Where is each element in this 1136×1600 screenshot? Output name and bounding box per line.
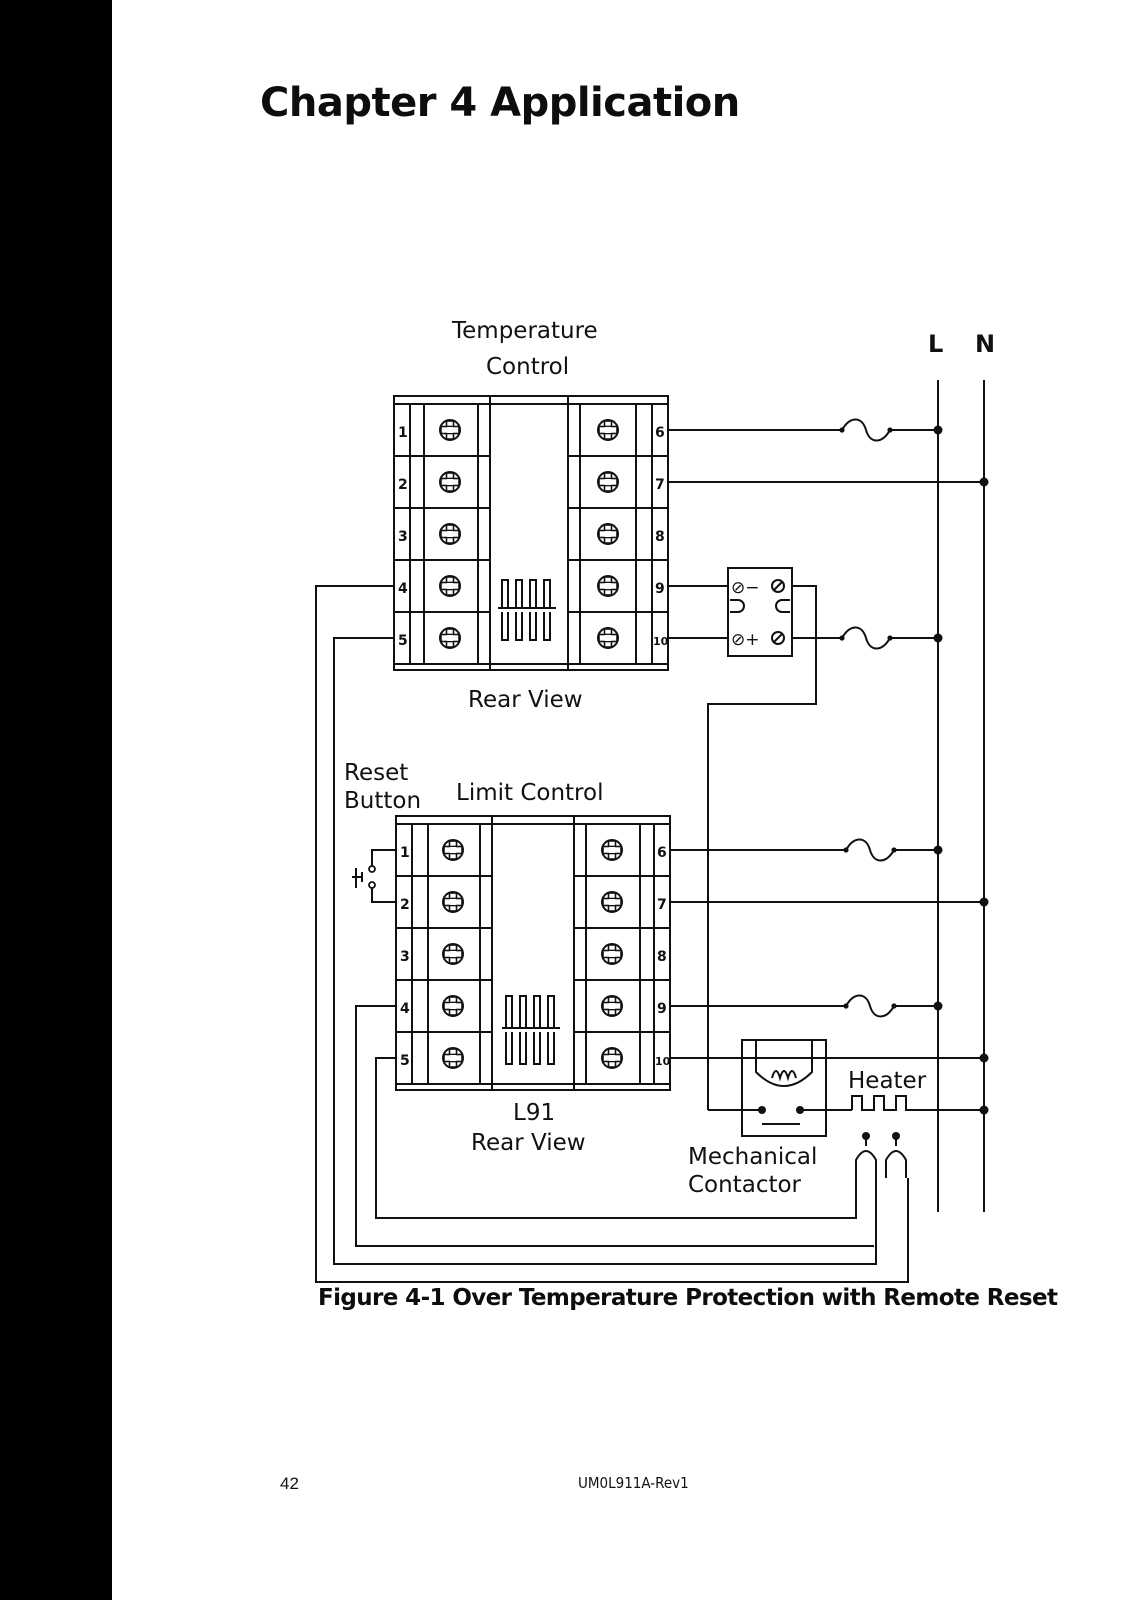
lc-terminal-6: 6 [657, 845, 667, 861]
tc-terminal-8: 8 [655, 529, 665, 545]
reset-button-symbol [368, 865, 376, 889]
scan-spine-edge [0, 0, 112, 1600]
ssr-plus-terminal: ⊘+ [731, 630, 760, 650]
tc-terminal-3: 3 [398, 529, 408, 545]
lc-terminal-2: 2 [400, 897, 410, 913]
power-rails [937, 380, 985, 1212]
tc-terminal-5: 5 [398, 633, 408, 649]
lc-terminal-7: 7 [657, 897, 667, 913]
lc-terminal-8: 8 [657, 949, 667, 965]
heater-label: Heater [848, 1068, 927, 1094]
tc-terminal-10: 10 [653, 635, 669, 648]
tc-terminal-1: 1 [398, 425, 408, 441]
ssr-minus-terminal: ⊘− [731, 578, 760, 598]
document-code: UM0L911A-Rev1 [578, 1474, 689, 1492]
lc-terminal-3: 3 [400, 949, 410, 965]
chapter-title: Chapter 4 Application [260, 80, 740, 126]
neutral-label: N [975, 330, 995, 358]
limit-control-block [395, 815, 671, 1091]
heater-element [851, 1095, 984, 1111]
reset-button-label-line2: Button [344, 788, 421, 814]
limit-control-label: Limit Control [456, 780, 603, 806]
figure-caption: Figure 4-1 Over Temperature Protection w… [318, 1285, 1058, 1311]
contactor-label-line1: Mechanical [688, 1144, 817, 1170]
lc-terminal-10: 10 [655, 1055, 671, 1068]
tc-terminal-6: 6 [655, 425, 665, 441]
limit-control-terminal-numbers: 1 2 3 4 5 6 7 8 9 10 [400, 845, 671, 1069]
contactor-dots [758, 1106, 804, 1114]
reset-button-label-line1: Reset [344, 760, 408, 786]
lc-terminal-5: 5 [400, 1053, 410, 1069]
temperature-control-label-line1: Temperature [451, 318, 598, 344]
tc-terminal-4: 4 [398, 581, 408, 597]
tc-terminal-9: 9 [655, 581, 665, 597]
tc-rear-view-label: Rear View [468, 687, 583, 713]
tc-terminal-7: 7 [655, 477, 665, 493]
mechanical-contactor [708, 1039, 852, 1137]
thermocouples [855, 1136, 907, 1178]
limit-control-screws [442, 839, 623, 1069]
temperature-control-terminal-numbers: 1 2 3 4 5 6 7 8 9 10 [398, 425, 669, 649]
contactor-label-line2: Contactor [688, 1172, 802, 1198]
lc-terminal-1: 1 [400, 845, 410, 861]
wiring [315, 429, 984, 1283]
temperature-control-label-line2: Control [486, 354, 569, 380]
fuse-terminal-dots [839, 427, 897, 1009]
line-label: L [928, 330, 943, 358]
model-label: L91 [513, 1100, 555, 1126]
tc-terminal-2: 2 [398, 477, 408, 493]
lc-terminal-4: 4 [400, 1001, 410, 1017]
junction-dots [933, 425, 989, 1115]
l91-rear-view-label: Rear View [471, 1130, 586, 1156]
temperature-control-block [393, 395, 669, 671]
solid-state-relay [727, 567, 793, 657]
thermocouple-dots [862, 1132, 900, 1140]
lc-terminal-9: 9 [657, 1001, 667, 1017]
page-number: 42 [280, 1474, 299, 1493]
fuses [841, 418, 895, 1018]
